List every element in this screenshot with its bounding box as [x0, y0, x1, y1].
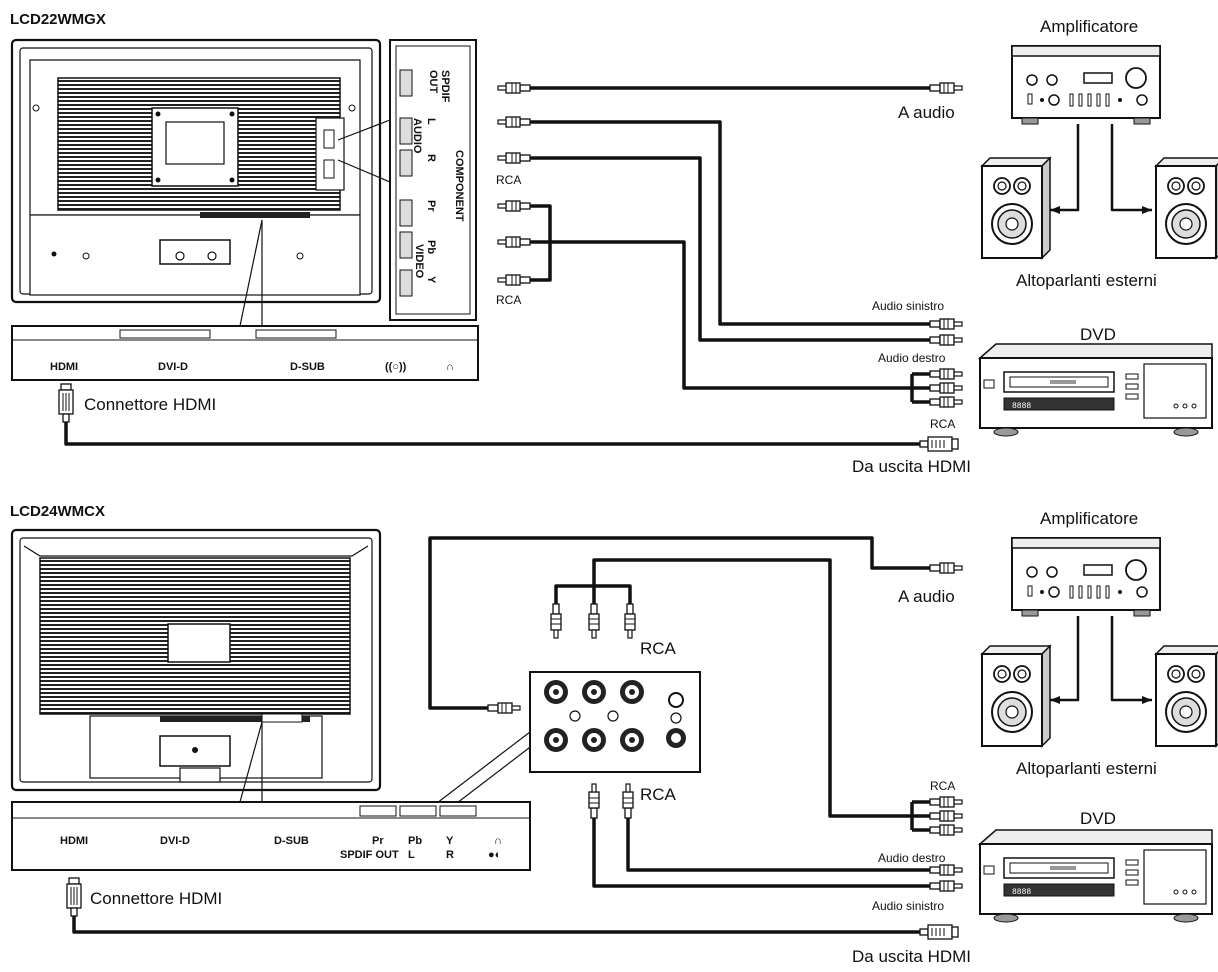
diagram-label: DVI-D — [160, 835, 190, 847]
diagram-label: Pb — [408, 835, 422, 847]
diagram-label: Pb — [425, 240, 437, 254]
diagram-label: Audio destro — [878, 351, 946, 365]
diagram-label: ∩ — [446, 361, 454, 373]
bottom-ports-top: HDMI DVI-D D-SUB ((○)) ∩ — [11, 325, 479, 381]
hdmi-connector-label-bottom: Connettore HDMI — [90, 889, 222, 908]
hdmi-out-label-bottom: Da uscita HDMI — [852, 947, 971, 966]
model-title-top: LCD22WMGX — [10, 11, 106, 28]
dvd-label-top: DVD — [1080, 325, 1116, 344]
diagram-label: ●◐ — [488, 849, 501, 861]
diagram-label: Pr — [425, 200, 437, 212]
speakers-label-bottom: Altoparlanti esterni — [1016, 759, 1157, 778]
diagram-label: L — [425, 118, 437, 125]
diagram-label: DVI-D — [158, 361, 188, 373]
diagram-label: RCA — [496, 173, 521, 187]
dvd-label-bottom: DVD — [1080, 809, 1116, 828]
diagram-label: Audio destro — [878, 851, 946, 865]
diagram-label: RCA — [640, 785, 677, 804]
diagram-label: Pr — [372, 835, 384, 847]
diagram-label: ((○)) — [385, 361, 407, 373]
amplifier-label-bottom: Amplificatore — [1040, 509, 1138, 528]
diagram-label: R — [446, 849, 454, 861]
a-audio-label-bottom: A audio — [898, 587, 955, 606]
diagram-label: RCA — [496, 293, 521, 307]
monitor-back-top — [10, 38, 382, 304]
hdmi-connector-label-top: Connettore HDMI — [84, 395, 216, 414]
rca-label-dvd-top: RCA — [930, 417, 955, 431]
diagram-label: HDMI — [60, 835, 88, 847]
diagram-label: D-SUB — [290, 361, 325, 373]
diagram-label: RCA — [930, 779, 955, 793]
port-panel-closeup — [529, 671, 701, 773]
diagram-label: COMPONENT — [453, 150, 465, 222]
a-audio-label-top: A audio — [898, 103, 955, 122]
diagram-label: Audio sinistro — [872, 299, 944, 313]
speakers-label-top: Altoparlanti esterni — [1016, 271, 1157, 290]
diagram-label: L — [408, 849, 415, 861]
diagram-label: SPDIF — [439, 70, 451, 103]
diagram-label: Y — [446, 835, 454, 847]
diagram-label: R — [425, 154, 437, 162]
diagram-label: AUDIO — [411, 118, 423, 154]
diagram-label: VIDEO — [413, 244, 425, 279]
diagram-label: Audio sinistro — [872, 899, 944, 913]
hdmi-out-label-top: Da uscita HDMI — [852, 457, 971, 476]
diagram-label: ∩ — [494, 835, 502, 847]
diagram-label: SPDIF OUT — [340, 849, 399, 861]
model-title-bottom: LCD24WMCX — [10, 503, 105, 520]
amplifier-label-top: Amplificatore — [1040, 17, 1138, 36]
diagram-label: OUT — [427, 70, 439, 94]
diagram-label: Y — [425, 276, 437, 284]
side-panel-top: SPDIF OUT L AUDIO R Pr Pb Y VIDEO COMPON… — [389, 39, 477, 321]
bottom-ports-bottom: HDMI DVI-D D-SUB Pr Pb Y ∩ SPDIF OUT L R… — [11, 801, 531, 871]
diagram-label: D-SUB — [274, 835, 309, 847]
diagram-label: RCA — [640, 639, 677, 658]
diagram-label: HDMI — [50, 361, 78, 373]
monitor-back-bottom — [10, 528, 382, 792]
